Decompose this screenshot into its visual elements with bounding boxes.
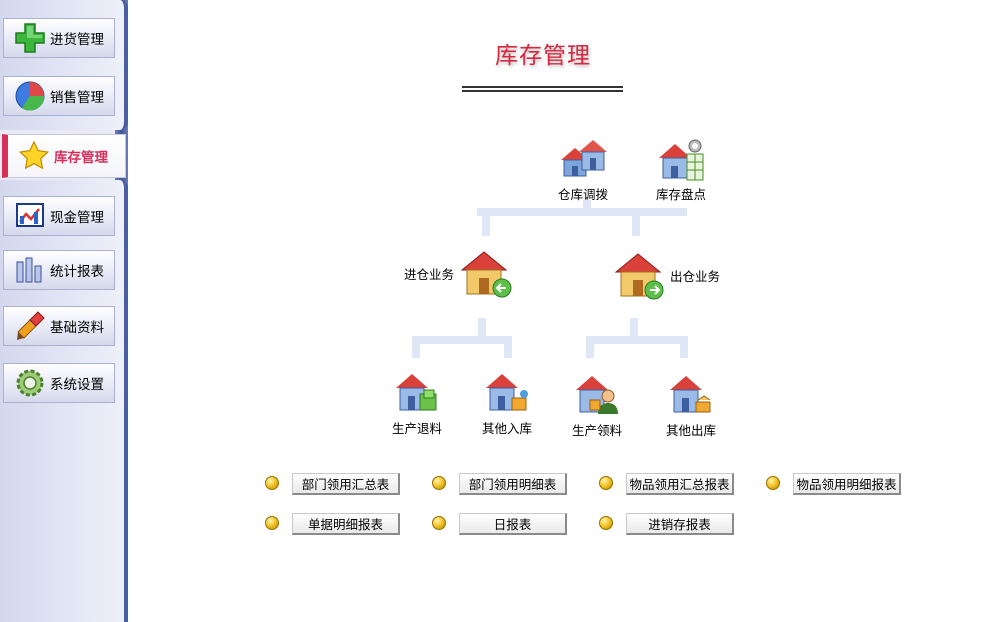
node-label: 生产退料 (391, 421, 442, 436)
node-label: 生产领料 (571, 423, 622, 438)
report-bullet-icon (265, 476, 279, 490)
report-item-usage-summary-button[interactable]: 物品领用汇总报表 (626, 473, 734, 495)
sidebar: 进货管理 销售管理 库存管理 现金管理 统计报表 基础资料 系统 (0, 0, 128, 622)
connector-right-drop1 (586, 340, 594, 358)
report-dept-usage-detail-button[interactable]: 部门领用明细表 (459, 473, 567, 495)
green-plus-icon (14, 22, 46, 54)
connector-left-drop2 (504, 340, 512, 358)
report-document-detail-button[interactable]: 单据明细报表 (292, 513, 400, 535)
bar-report-icon (14, 254, 46, 286)
sidebar-item-label: 销售管理 (50, 90, 104, 106)
report-purchase-sales-stock-button[interactable]: 进销存报表 (626, 513, 734, 535)
sidebar-item-reports[interactable]: 统计报表 (3, 250, 115, 290)
connector-right-drop2 (680, 340, 688, 358)
sidebar-item-label: 系统设置 (50, 377, 104, 393)
sidebar-item-purchase[interactable]: 进货管理 (3, 18, 115, 58)
star-icon (18, 140, 50, 172)
sidebar-item-settings[interactable]: 系统设置 (3, 363, 115, 403)
connector-top-horizontal (477, 208, 687, 216)
sidebar-item-cash[interactable]: 现金管理 (3, 196, 115, 236)
sidebar-item-label: 现金管理 (50, 210, 104, 226)
report-bullet-icon (432, 516, 446, 530)
connector-left-drop1 (412, 340, 420, 358)
report-item-usage-detail-button[interactable]: 物品领用明细报表 (793, 473, 901, 495)
sidebar-item-inventory[interactable]: 库存管理 (2, 134, 126, 178)
warehouse-transfer-icon (561, 140, 607, 177)
sidebar-item-basic-data[interactable]: 基础资料 (3, 306, 115, 346)
report-bullet-icon (265, 516, 279, 530)
title-underline (462, 86, 623, 92)
node-warehouse-transfer[interactable]: 仓库调拨 (550, 138, 616, 203)
cash-chart-icon (14, 200, 46, 232)
page-title: 库存管理 (495, 43, 591, 69)
report-dept-usage-summary-button[interactable]: 部门领用汇总表 (292, 473, 400, 495)
node-other-outbound[interactable]: 其他出库 (658, 372, 724, 439)
node-stock-count[interactable]: 库存盘点 (648, 138, 714, 203)
sidebar-item-label: 统计报表 (50, 264, 104, 280)
node-label: 出仓业务 (670, 268, 721, 284)
other-outbound-icon (670, 376, 711, 413)
sidebar-item-label: 进货管理 (50, 32, 104, 48)
report-bullet-icon (432, 476, 446, 490)
connector-down-right (632, 214, 640, 236)
pie-chart-icon (14, 80, 46, 112)
connector-down-left (482, 214, 490, 236)
other-inbound-icon (486, 374, 528, 411)
production-return-icon (396, 374, 437, 411)
report-bullet-icon (766, 476, 780, 490)
node-other-inbound[interactable]: 其他入库 (474, 370, 540, 437)
report-bullet-icon (599, 516, 613, 530)
node-production-pick[interactable]: 生产领料 (564, 372, 630, 439)
node-label: 仓库调拨 (557, 187, 608, 202)
connector-left-horizontal (412, 336, 512, 344)
sidebar-item-label: 基础资料 (50, 320, 104, 336)
stock-count-icon (659, 139, 704, 181)
node-inbound[interactable]: 进仓业务 (404, 248, 512, 298)
sidebar-item-label: 库存管理 (54, 150, 108, 166)
node-production-return[interactable]: 生产退料 (384, 370, 450, 437)
gear-icon (14, 367, 46, 399)
node-label: 库存盘点 (655, 187, 706, 202)
brush-icon (14, 310, 46, 342)
production-pick-icon (576, 376, 618, 414)
connector-left-up (478, 318, 486, 338)
connector-top-stem (583, 200, 591, 214)
sidebar-item-sales[interactable]: 销售管理 (3, 76, 115, 116)
outbound-house-icon (614, 253, 664, 300)
node-label: 进仓业务 (404, 266, 455, 282)
inbound-house-icon (460, 251, 512, 298)
report-daily-button[interactable]: 日报表 (459, 513, 567, 535)
node-label: 其他入库 (481, 421, 532, 436)
connector-right-up (630, 318, 638, 338)
node-label: 其他出库 (665, 423, 716, 438)
node-outbound[interactable]: 出仓业务 (614, 250, 720, 300)
connector-right-horizontal (586, 336, 688, 344)
report-bullet-icon (599, 476, 613, 490)
